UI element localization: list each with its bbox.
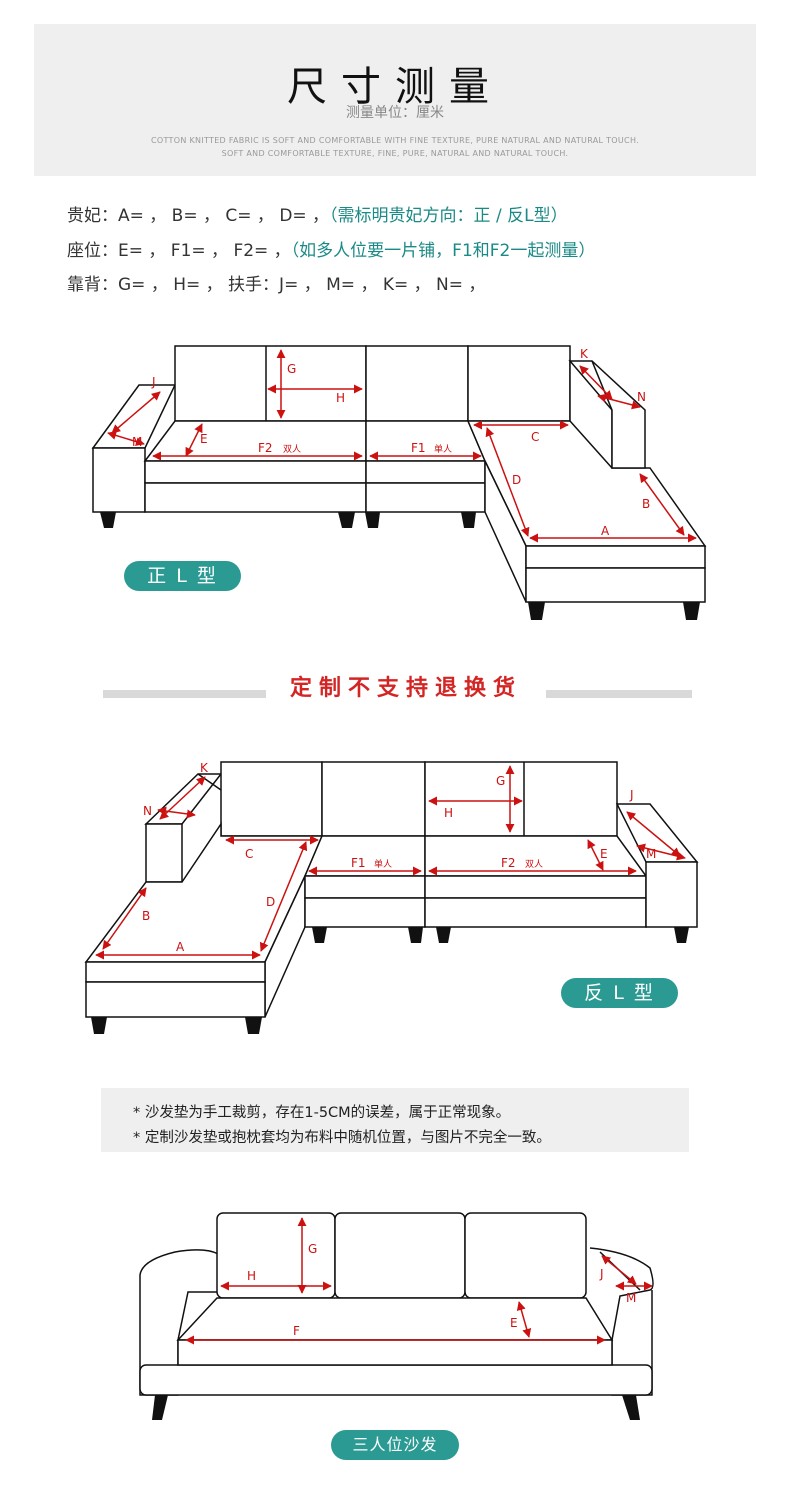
english-tagline-1: COTTON KNITTED FABRIC IS SOFT AND COMFOR… <box>151 136 639 145</box>
label-f2: F2 <box>501 856 516 870</box>
note-2: * 定制沙发垫或抱枕套均为布料中随机位置，与图片不完全一致。 <box>133 1130 551 1146</box>
page-title: 尺寸测量 <box>287 64 503 110</box>
back-cushion-double <box>174 345 367 422</box>
label-e: E <box>600 847 608 861</box>
label-e: E <box>510 1316 518 1330</box>
label-g: G <box>496 774 505 788</box>
seat-double-top <box>143 420 367 462</box>
label-b: B <box>142 909 150 923</box>
label-g: G <box>287 362 296 376</box>
arrow-n <box>597 393 641 410</box>
arrow-j <box>111 391 161 434</box>
badge-three-seat: 三人位沙发 <box>331 1430 459 1460</box>
label-m: M <box>646 847 656 861</box>
label-double: 双人 <box>525 859 543 870</box>
arrow-b <box>639 473 685 536</box>
measure-arrows-normal-l <box>107 349 697 543</box>
label-n: N <box>143 804 152 818</box>
arrow-e <box>516 1301 532 1338</box>
right-arm <box>589 1247 654 1396</box>
notes-box: * 沙发垫为手工裁剪，存在1-5CM的误差，属于正常现象。 * 定制沙发垫或抱枕… <box>101 1088 689 1152</box>
measure-labels-three-seat: G H F E J M <box>247 1242 636 1338</box>
seat-front <box>177 1339 613 1366</box>
label-m: M <box>626 1291 636 1305</box>
page-subtitle: 测量单位：厘米 <box>346 105 444 121</box>
seat-double-top <box>424 835 648 877</box>
header-banner: 尺寸测量 测量单位：厘米 COTTON KNITTED FABRIC IS SO… <box>34 24 756 176</box>
spec-seat: 座位：E= ， F1= ， F2= ，（如多人位要一片铺，F1和F2一起测量） <box>67 236 595 261</box>
arrow-d <box>485 427 530 537</box>
label-single: 单人 <box>374 858 392 870</box>
measure-labels-normal-l: G H F2 双人 F1 单人 E J M C D A B K N <box>132 347 650 538</box>
label-c: C <box>531 430 539 444</box>
label-n: N <box>637 390 646 404</box>
back-cushion-double <box>424 761 618 837</box>
spec-chaise-note: （需标明贵妃方向：正 / 反L型） <box>329 206 568 226</box>
seat-top <box>176 1297 614 1341</box>
arrow-k <box>579 365 613 400</box>
arrow-d <box>259 841 308 952</box>
arrow-e <box>587 839 604 871</box>
label-b: B <box>642 497 650 511</box>
badge-reverse-l: 反 L 型 <box>561 978 678 1008</box>
sofa-base <box>139 1364 653 1396</box>
back-cushion-chaise <box>467 345 571 422</box>
spec-chaise: 贵妃：A= ， B= ， C= ， D= ，（需标明贵妃方向：正 / 反L型） <box>67 201 568 226</box>
back-cushion-single <box>321 761 426 837</box>
measure-labels-reverse-l: G H F1 单人 F2 双人 E C D A B K N J M <box>142 761 656 954</box>
arrow-m <box>636 843 686 861</box>
label-k: K <box>200 761 209 775</box>
label-m: M <box>132 435 142 449</box>
right-arm-front <box>645 861 698 928</box>
label-e: E <box>200 432 208 446</box>
measure-arrows-reverse-l <box>95 765 686 960</box>
label-g: G <box>308 1242 317 1256</box>
diagram-three-seat <box>139 1212 654 1420</box>
back-cushion-single <box>365 345 469 422</box>
label-h: H <box>336 391 345 405</box>
badge-normal-l: 正 L 型 <box>124 561 241 591</box>
left-arm <box>139 1249 219 1396</box>
spec-chaise-text: 贵妃：A= ， B= ， C= ， D= ， <box>67 206 330 226</box>
label-j: J <box>599 1267 604 1281</box>
label-single: 单人 <box>434 443 452 455</box>
note-1: * 沙发垫为手工裁剪，存在1-5CM的误差，属于正常现象。 <box>133 1105 511 1121</box>
measure-arrows-three-seat <box>185 1217 653 1345</box>
label-a: A <box>176 940 185 954</box>
spec-seat-note: （如多人位要一片铺，F1和F2一起测量） <box>290 241 596 261</box>
english-tagline-2: SOFT AND COMFORTABLE TEXTURE, FINE, PURE… <box>221 149 569 158</box>
custom-notice: 定制不支持退换货 <box>266 670 546 702</box>
arrow-m <box>107 431 145 446</box>
arrow-j <box>601 1255 637 1285</box>
label-j: J <box>151 375 156 389</box>
arrow-n <box>157 806 196 819</box>
label-a: A <box>601 524 610 538</box>
label-j: J <box>629 788 634 802</box>
label-d: D <box>266 895 275 909</box>
arrow-b <box>102 887 147 950</box>
label-f1: F1 <box>411 441 426 455</box>
label-f2: F2 <box>258 441 273 455</box>
spec-back: 靠背：G= ， H= ， 扶手：J= ， M= ， K= ， N= ， <box>67 270 485 295</box>
left-arm-front <box>92 447 146 513</box>
left-arm-front <box>145 823 183 883</box>
back-cushion-right <box>464 1212 587 1299</box>
back-cushion-middle <box>334 1212 466 1299</box>
back-cushion-chaise <box>220 761 323 837</box>
spec-seat-text: 座位：E= ， F1= ， F2= ， <box>67 241 291 261</box>
label-c: C <box>245 847 253 861</box>
label-k: K <box>580 347 589 361</box>
label-h: H <box>247 1269 256 1283</box>
spec-back-text: 靠背：G= ， H= ， 扶手：J= ， M= ， K= ， N= ， <box>67 275 486 295</box>
arrow-e <box>185 423 203 457</box>
label-d: D <box>512 473 521 487</box>
label-f1: F1 <box>351 856 366 870</box>
label-f: F <box>293 1324 300 1338</box>
label-double: 双人 <box>283 444 301 455</box>
label-h: H <box>444 806 453 820</box>
